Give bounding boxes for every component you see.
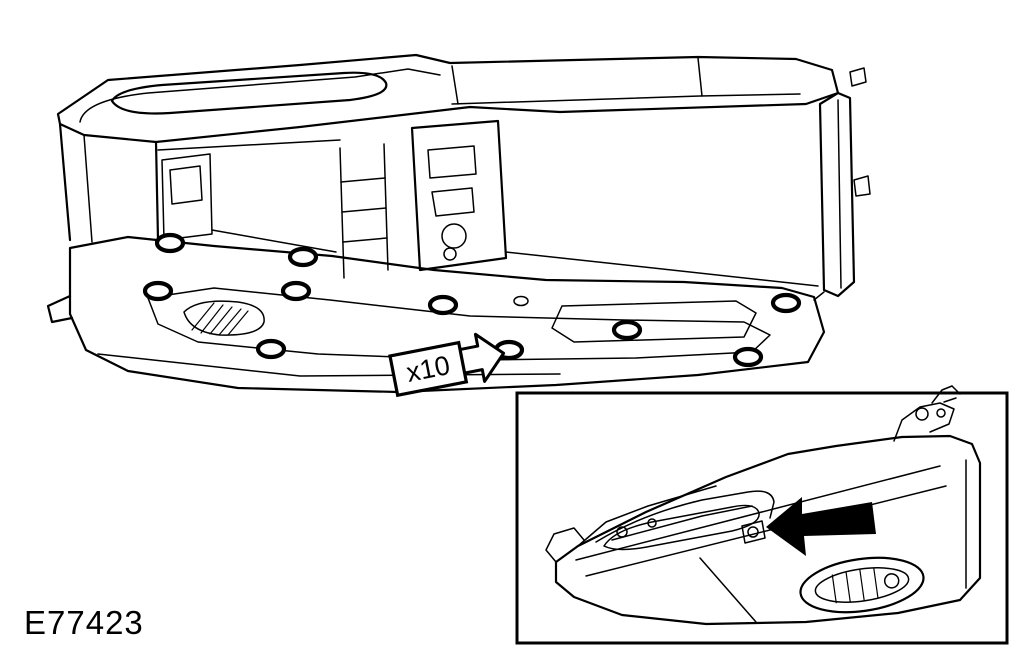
console-assembly-drawing bbox=[46, 53, 871, 394]
fastener-grommet bbox=[287, 246, 319, 268]
quantity-callout: x10 bbox=[388, 332, 506, 398]
figure-id-label: E77423 bbox=[24, 604, 144, 641]
hinge-clips bbox=[893, 385, 961, 442]
console-flange-inner-contour bbox=[147, 287, 771, 361]
side-panel-outline bbox=[554, 434, 982, 626]
fastener-grommet bbox=[427, 294, 459, 316]
fastener-grommet bbox=[255, 338, 287, 360]
fastener-grommet bbox=[154, 232, 186, 254]
quantity-callout-box bbox=[388, 340, 469, 398]
inset-detail-box bbox=[515, 385, 1009, 645]
console-top-rim bbox=[56, 53, 840, 144]
clip-detail bbox=[741, 520, 766, 544]
console-tray-opening bbox=[110, 71, 388, 115]
console-right-side bbox=[818, 91, 856, 298]
detail-arrow-icon bbox=[766, 497, 876, 556]
console-center-panel bbox=[410, 119, 508, 272]
console-base-flange bbox=[68, 235, 826, 394]
vent-grille bbox=[799, 556, 925, 614]
fastener-grommet bbox=[611, 319, 643, 341]
side-panel-drawing bbox=[545, 385, 982, 626]
fastener-grommet bbox=[280, 280, 312, 302]
fastener-grommet bbox=[732, 346, 764, 368]
fastener-grommet bbox=[770, 292, 802, 314]
inset-border bbox=[515, 391, 1009, 645]
fastener-grommet bbox=[142, 280, 174, 302]
fastener-grommets bbox=[142, 232, 802, 368]
hatched-grip-area bbox=[183, 300, 265, 336]
